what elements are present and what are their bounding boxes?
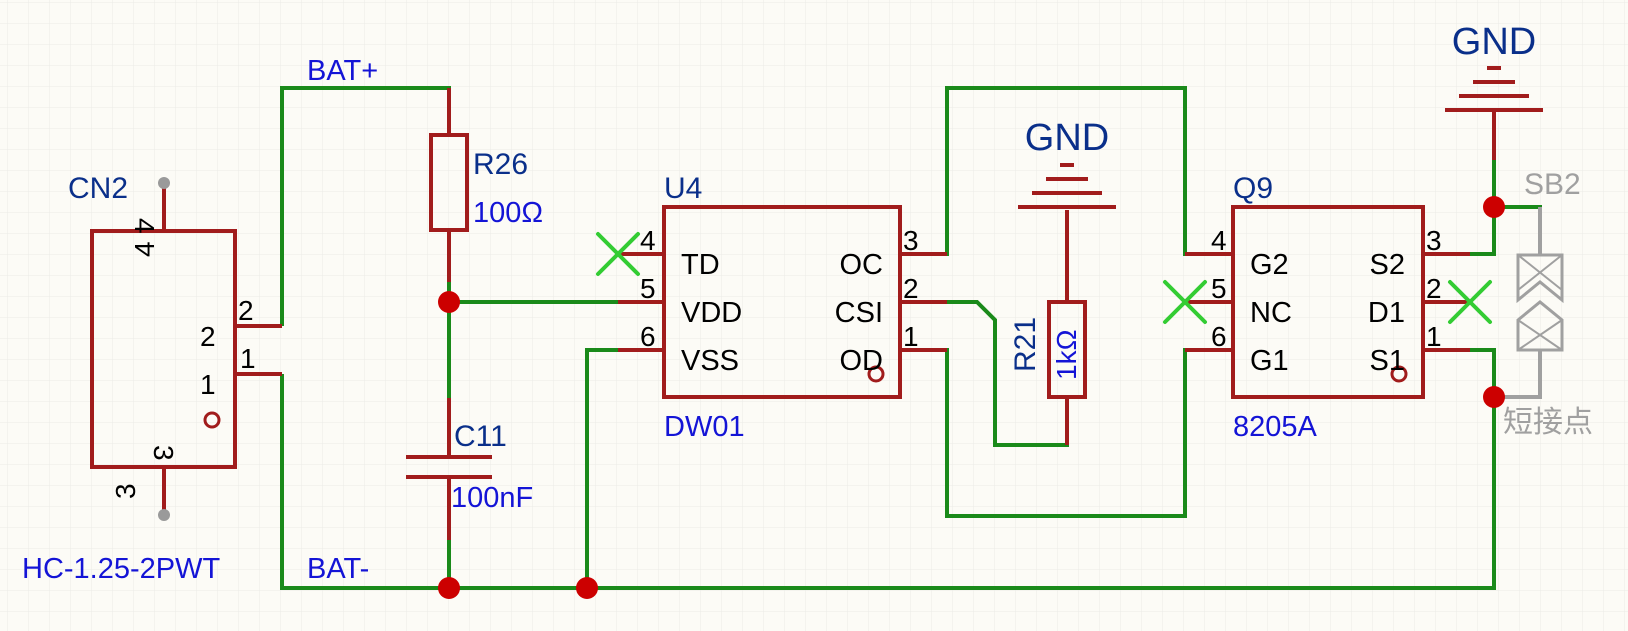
capacitor-c11[interactable]: C11 100nF	[406, 398, 533, 540]
cn2-pin1-marker	[203, 411, 221, 429]
gnd-symbol-middle[interactable]: GND	[1018, 117, 1116, 254]
u4-pin-num-left-0: 4	[640, 225, 656, 256]
gnd-tr-label: GND	[1452, 21, 1536, 63]
q9-pin-name-right-2: S1	[1370, 345, 1405, 377]
u4-pin-name-left-2: VSS	[681, 345, 739, 377]
q9-pin-num-right-2: 1	[1426, 321, 1442, 352]
u4-pin-name-left-0: TD	[681, 249, 720, 281]
ic-q9[interactable]: 4 5 6 3 2 1 G2 NC G1 S2 D1 S1 Q9 8205A	[1185, 172, 1470, 443]
q9-pin-name-left-2: G1	[1250, 345, 1289, 377]
u4-pin-num-right-1: 2	[903, 273, 919, 304]
q9-pin-num-left-2: 6	[1211, 321, 1227, 352]
q9-pin-name-right-0: S2	[1370, 249, 1405, 281]
junction-s2-gnd	[1483, 196, 1505, 218]
q9-pin-num-left-0: 4	[1211, 225, 1227, 256]
resistor-r26[interactable]: R26 100Ω	[429, 88, 543, 282]
u4-pin1-marker	[867, 365, 885, 383]
ic-u4[interactable]: 4 5 6 3 2 1 TD VDD VSS OC CSI OD U4 DW01	[618, 172, 947, 443]
resistor-r21[interactable]: R21 1kΩ	[1009, 254, 1087, 445]
junction-c11-bat-minus	[438, 577, 460, 599]
u4-value: DW01	[664, 411, 745, 443]
u4-pin-name-right-1: CSI	[835, 297, 883, 329]
net-label-bat-plus: BAT+	[307, 55, 378, 87]
gnd-mid-label: GND	[1025, 117, 1109, 159]
u4-designator: U4	[664, 172, 702, 205]
sb2-pad-top	[1516, 253, 1564, 304]
cn2-pin2-num-outer: 2	[238, 295, 254, 326]
u4-pin-name-right-2: OD	[840, 345, 884, 377]
cn2-value: HC-1.25-2PWT	[22, 553, 220, 585]
q9-value: 8205A	[1233, 411, 1318, 443]
q9-designator: Q9	[1233, 172, 1273, 205]
u4-pin-name-right-0: OC	[840, 249, 884, 281]
r21-value: 1kΩ	[1051, 329, 1082, 380]
junction-r26-c11	[438, 291, 460, 313]
sb2-lead-bottom	[1494, 350, 1542, 399]
net-label-bat-minus: BAT-	[307, 553, 369, 585]
cn2-pin4-num-inner: 4	[129, 241, 160, 257]
cn2-pin4-num-outer: 4	[129, 218, 160, 234]
sb2-value: 短接点	[1503, 405, 1593, 440]
no-connect-markers	[596, 232, 1492, 324]
q9-pin-name-left-1: NC	[1250, 297, 1292, 329]
q9-pin-num-right-1: 2	[1426, 273, 1442, 304]
noconnect-q9-nc	[1163, 280, 1207, 324]
sb2-pad-bottom-x2	[1517, 319, 1563, 351]
wire-bat-minus[interactable]	[280, 374, 1496, 590]
r26-value: 100Ω	[473, 197, 543, 229]
noconnect-u4-td	[596, 232, 640, 276]
r21-designator: R21	[1009, 317, 1042, 372]
u4-pin-num-right-2: 1	[903, 321, 919, 352]
u4-pin-num-right-0: 3	[903, 225, 919, 256]
q9-pin-num-left-1: 5	[1211, 273, 1227, 304]
cn2-designator: CN2	[68, 172, 128, 205]
c11-designator: C11	[454, 420, 507, 453]
cn2-pin3-endpoint	[158, 509, 170, 521]
sb2-pad-bottom	[1516, 300, 1564, 352]
u4-pin-name-left-1: VDD	[681, 297, 742, 329]
wire-vss[interactable]	[585, 348, 618, 588]
cn2-pin4-endpoint	[158, 177, 170, 189]
gnd-symbol-top-right[interactable]: GND	[1445, 21, 1543, 160]
sb2-designator: SB2	[1524, 168, 1581, 201]
junctions	[438, 196, 1505, 599]
q9-pin-name-right-1: D1	[1368, 297, 1405, 329]
c11-value: 100nF	[451, 482, 533, 514]
noconnect-q9-d1	[1448, 280, 1492, 324]
cn2-pin3-num-inner: 3	[148, 445, 179, 461]
junction-vss-bat-minus	[576, 577, 598, 599]
shortpoint-sb2[interactable]: SB2 短接点	[1494, 168, 1593, 440]
u4-pin-num-left-1: 5	[640, 273, 656, 304]
q9-pin1-marker	[1390, 365, 1408, 383]
cn2-pin3-num-outer: 3	[110, 483, 141, 499]
cn2-pin2-num-inner: 2	[200, 321, 216, 352]
sb2-pad-top-x2	[1517, 254, 1563, 291]
q9-pin-num-right-0: 3	[1426, 225, 1442, 256]
connector-cn2[interactable]: CN2 HC-1.25-2PWT 4 4 2 2 1 1 3 3	[22, 172, 282, 585]
junction-s1-sb2	[1483, 386, 1505, 408]
u4-pin-num-left-2: 6	[640, 321, 656, 352]
cn2-pin1-num-inner: 1	[200, 369, 216, 400]
q9-pin-name-left-0: G2	[1250, 249, 1289, 281]
r26-designator: R26	[473, 148, 528, 181]
cn2-pin1-num-outer: 1	[240, 343, 256, 374]
